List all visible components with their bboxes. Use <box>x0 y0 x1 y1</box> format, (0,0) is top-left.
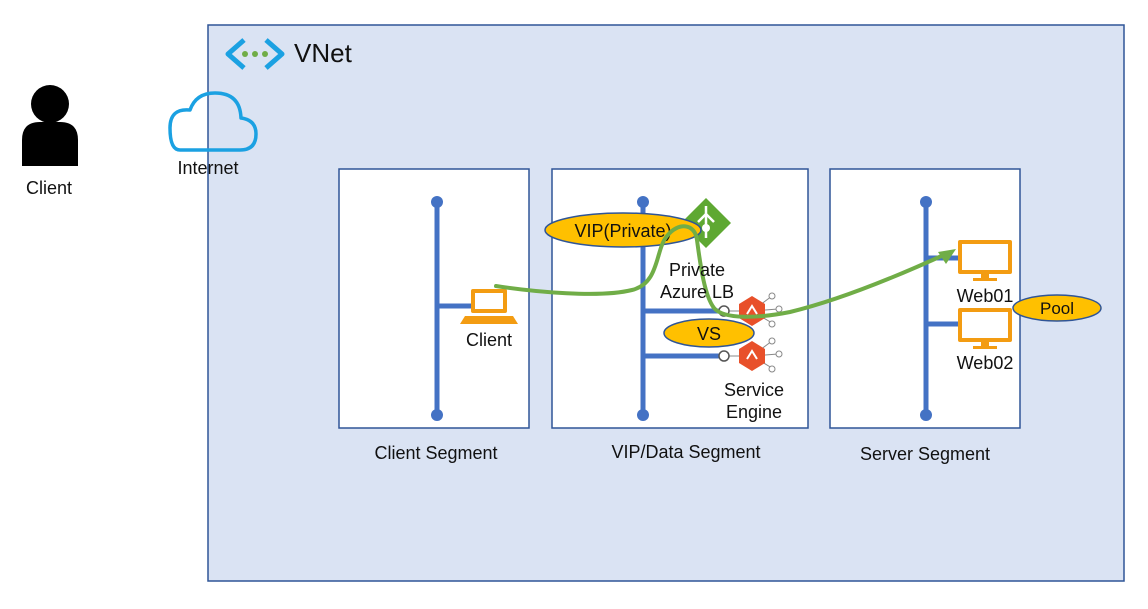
client-segment-bus <box>431 196 472 421</box>
vip-data-segment-label: VIP/Data Segment <box>611 442 760 462</box>
service-engine-label-line1: Service <box>724 380 784 400</box>
user-client-label: Client <box>26 178 72 198</box>
private-azure-lb-label-line2: Azure LB <box>660 282 734 302</box>
pool-oval: Pool <box>1012 294 1102 322</box>
internet-label: Internet <box>177 158 238 178</box>
web02-label: Web02 <box>957 353 1014 373</box>
server-segment-label: Server Segment <box>860 444 990 464</box>
vip-private-label: VIP(Private) <box>574 221 671 241</box>
service-engine-icon <box>718 337 783 373</box>
laptop-icon <box>460 289 518 324</box>
web01-label: Web01 <box>957 286 1014 306</box>
private-azure-lb-label-line1: Private <box>669 260 725 280</box>
client-segment-label: Client Segment <box>374 443 497 463</box>
vip-data-segment-box <box>551 168 809 429</box>
service-engine-label-line2: Engine <box>726 402 782 422</box>
vs-oval: VS <box>663 318 755 348</box>
monitor-icon <box>958 308 1012 349</box>
person-icon <box>22 85 78 166</box>
server-segment-bus <box>920 196 960 421</box>
cloud-icon <box>168 91 258 152</box>
traffic-flow-path <box>494 224 956 319</box>
pool-label: Pool <box>1040 299 1074 318</box>
client-host-label: Client <box>466 330 512 350</box>
vs-label: VS <box>697 324 721 344</box>
vnet-label: VNet <box>294 38 353 68</box>
monitor-icon <box>958 240 1012 281</box>
vnet-icon <box>225 38 285 70</box>
vip-private-oval: VIP(Private) <box>544 212 702 248</box>
